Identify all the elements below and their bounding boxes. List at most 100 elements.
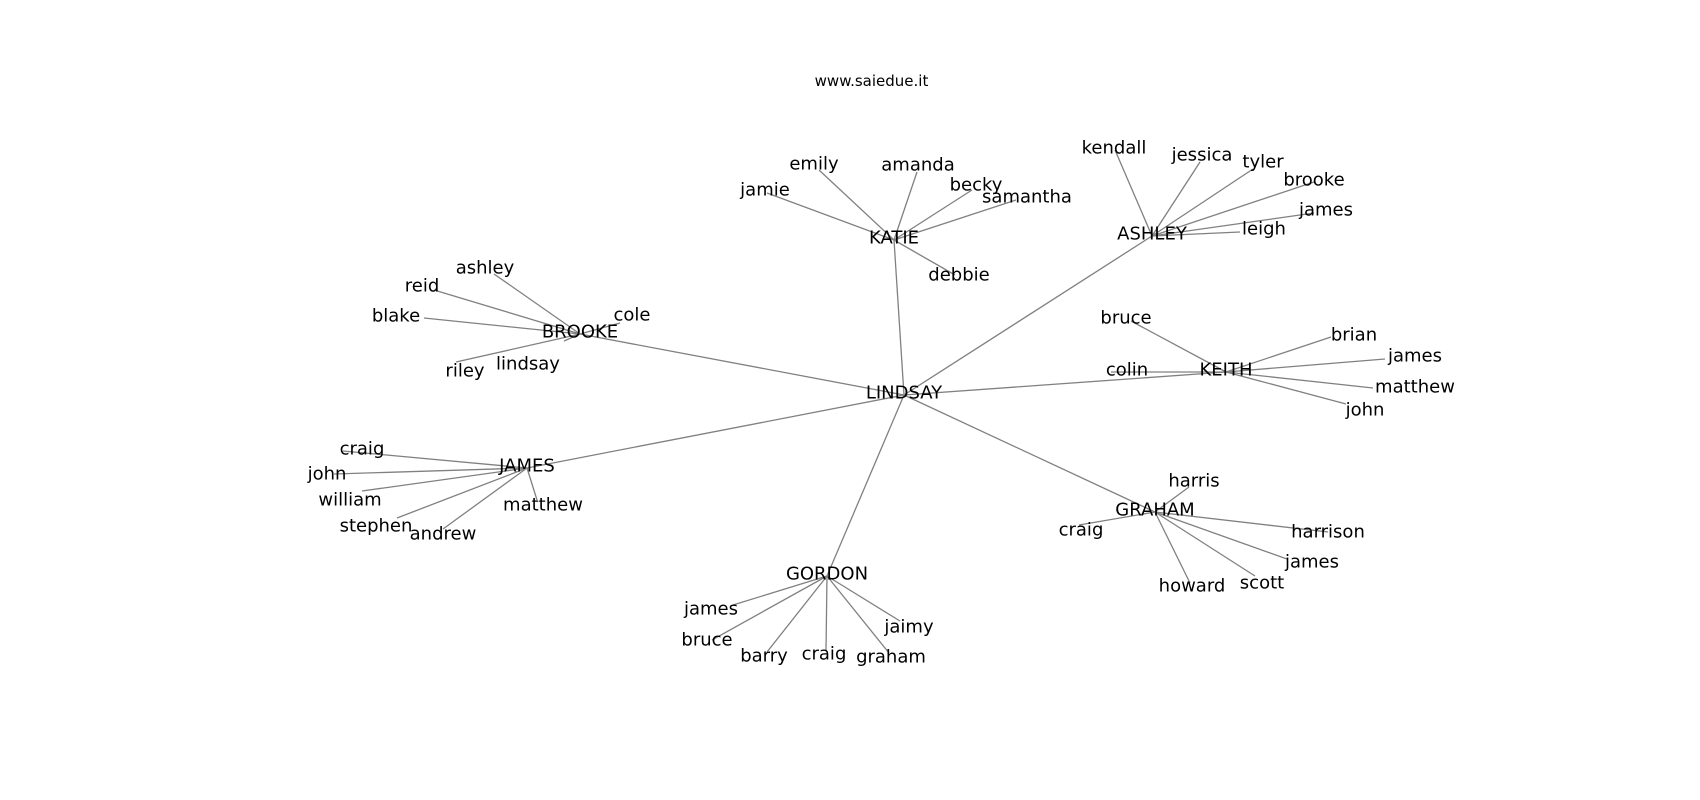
edge-hub-to-leaf (893, 239, 956, 276)
leaf-node-label: reid (405, 276, 440, 297)
leaf-node-label: lindsay (496, 354, 560, 375)
edge-hub-to-leaf (1151, 168, 1254, 237)
leaf-node-label: colin (1106, 360, 1148, 381)
leaf-node-label: tyler (1242, 152, 1284, 173)
leaf-node-label: james (1284, 552, 1339, 573)
leaf-node-label: andrew (410, 524, 477, 545)
leaf-node-label: ashley (456, 258, 515, 279)
edge-hub-to-leaf (893, 199, 1017, 241)
edge-hub-to-leaf (1154, 511, 1288, 560)
edge-root-to-hub (903, 394, 1156, 513)
leaf-node-label: graham (856, 647, 926, 668)
edge-root-to-hub (526, 394, 905, 469)
leaf-node-label: jaimy (883, 617, 934, 638)
edge-hub-to-leaf (342, 450, 528, 469)
edge-hub-to-leaf (1225, 336, 1332, 373)
edge-hub-to-leaf (1154, 511, 1256, 577)
leaf-node-label: james (1387, 346, 1442, 367)
edge-hub-to-leaf (893, 171, 918, 241)
edge-root-to-hub (903, 371, 1227, 396)
graph-labels: LINDSAY BROOKE ashley reid blake cole lindsay r… (307, 138, 1455, 668)
leaf-node-label: kendall (1082, 138, 1147, 159)
leaf-node-label: leigh (1242, 219, 1286, 240)
edge-hub-to-leaf (1225, 371, 1374, 389)
edge-hub-to-leaf (1151, 212, 1315, 237)
edge-hub-to-leaf (1151, 231, 1241, 237)
hub-node-label: ASHLEY (1117, 224, 1188, 245)
leaf-node-label: craig (340, 439, 385, 460)
leaf-node-label: emily (789, 154, 839, 175)
leaf-node-label: john (1345, 400, 1385, 421)
edge-root-to-hub (826, 394, 905, 577)
edge-hub-to-leaf (455, 333, 581, 363)
leaf-node-label: barry (740, 646, 788, 667)
leaf-node-label: howard (1159, 576, 1226, 597)
hub-node-label: GRAHAM (1115, 500, 1194, 521)
edge-hub-to-leaf (1130, 320, 1227, 373)
edge-hub-to-leaf (1225, 371, 1347, 405)
leaf-node-label: blake (372, 306, 420, 327)
edge-hub-to-leaf (1151, 181, 1315, 237)
edge-hub-to-leaf (826, 575, 890, 654)
edge-hub-to-leaf (818, 169, 895, 241)
edge-hub-to-leaf (1225, 358, 1386, 373)
edge-hub-to-leaf (893, 189, 973, 241)
leaf-node-label: harrison (1291, 522, 1365, 543)
hub-node-label: KATIE (869, 228, 919, 249)
leaf-node-label: matthew (1375, 377, 1455, 398)
hub-node-label: GORDON (786, 564, 868, 585)
leaf-node-label: jamie (739, 180, 790, 201)
leaf-node-label: matthew (503, 495, 583, 516)
leaf-node-label: brooke (1283, 170, 1344, 191)
edge-hub-to-leaf (526, 467, 538, 501)
edge-hub-to-leaf (766, 192, 895, 241)
edge-hub-to-leaf (711, 575, 828, 641)
edge-hub-to-leaf (423, 317, 581, 335)
edge-root-to-hub (579, 333, 905, 396)
edge-hub-to-leaf (1154, 511, 1329, 533)
edge-hub-to-leaf (493, 273, 581, 335)
edge-hub-to-leaf (333, 467, 528, 475)
leaf-node-label: stephen (340, 516, 413, 537)
leaf-node-label: scott (1240, 573, 1284, 594)
edge-hub-to-leaf (442, 467, 528, 530)
edge-hub-to-leaf (361, 467, 528, 492)
leaf-node-label: craig (1059, 520, 1104, 541)
edge-hub-to-leaf (825, 575, 828, 652)
leaf-node-label: jessica (1171, 145, 1233, 166)
leaf-node-label: amanda (881, 155, 954, 176)
leaf-node-label: riley (445, 361, 484, 382)
leaf-node-label: debbie (928, 265, 989, 286)
leaf-node-label: bruce (681, 630, 732, 651)
edge-hub-to-leaf (826, 575, 901, 622)
leaf-node-label: samantha (982, 187, 1072, 208)
leaf-node-label: harris (1168, 471, 1219, 492)
edge-root-to-hub (903, 235, 1153, 396)
edge-hub-to-leaf (396, 467, 528, 519)
edge-hub-to-leaf (1154, 486, 1190, 513)
site-watermark: www.saiedue.it (814, 72, 929, 90)
edge-hub-to-leaf (1154, 511, 1191, 584)
leaf-node-label: james (1298, 200, 1353, 221)
edge-hub-to-leaf (732, 575, 828, 606)
leaf-node-label: william (318, 490, 381, 511)
edge-hub-to-leaf (579, 322, 621, 335)
leaf-node-label: craig (802, 644, 847, 665)
edge-hub-to-leaf (1151, 161, 1201, 237)
edge-hub-to-leaf (1078, 511, 1156, 526)
hub-node-label: BROOKE (542, 322, 618, 343)
leaf-node-label: james (683, 599, 738, 620)
hub-node-label: JAMES (498, 456, 555, 477)
edge-hub-to-leaf (433, 289, 581, 335)
graph-edges (333, 149, 1386, 654)
edge-hub-to-leaf (766, 575, 828, 653)
leaf-node-label: becky (950, 175, 1003, 196)
leaf-node-label: brian (1331, 325, 1377, 346)
leaf-node-label: john (307, 464, 347, 485)
root-node-label: LINDSAY (866, 383, 943, 404)
leaf-node-label: cole (614, 305, 651, 326)
hub-node-label: KEITH (1199, 360, 1252, 381)
edge-root-to-hub (893, 239, 905, 396)
leaf-node-label: bruce (1100, 308, 1151, 329)
